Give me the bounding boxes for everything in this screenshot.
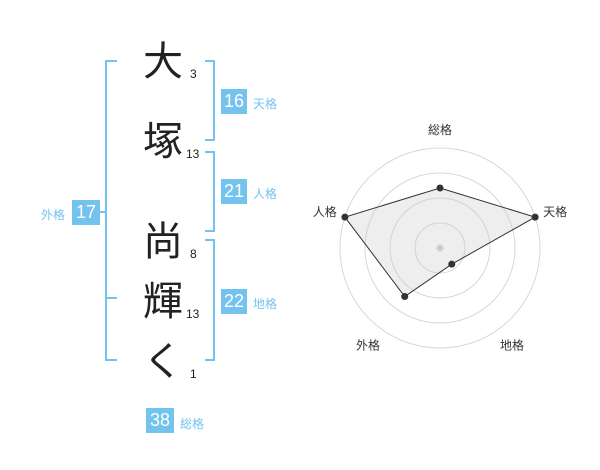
radar-point-5 [341,213,349,221]
stroke-count-3: 8 [190,247,197,261]
radar-axis-label-3: 地格 [500,337,524,352]
soukaku-value: 38 [146,408,174,433]
radar-ring-3 [364,172,516,324]
radar-point-1 [436,184,444,192]
jinkaku-label: 人格 [253,187,278,201]
name-char-3: 尚 [143,219,183,265]
radar-axis-label-2: 天格 [543,204,567,219]
radar-area [344,187,537,298]
radar-point-4 [401,293,409,301]
name-char-1: 大 [143,39,183,85]
chikaku-label: 地格 [253,297,278,311]
stroke-count-1: 3 [190,67,197,81]
jinkaku-value: 21 [221,179,247,204]
gaikaku-value: 17 [72,200,100,225]
gaikaku-bracket-divider [105,297,117,299]
radar-point-2 [531,213,539,221]
stroke-count-2: 13 [186,147,200,161]
gaikaku-bracket-stem [97,211,106,213]
tenkaku-value: 16 [221,89,247,114]
stroke-count-5: 1 [190,367,197,381]
tenkaku-label: 天格 [253,97,278,111]
jinkaku-bracket [205,151,215,232]
radar-ring-2 [389,197,491,299]
soukaku-label: 総格 [180,417,205,431]
radar-axis-label-4: 外格 [356,337,380,352]
gaikaku-label: 外格 [41,208,66,222]
chikaku-value: 22 [221,289,247,314]
chikaku-bracket [205,239,215,361]
radar-axis-label-5: 人格 [313,204,337,219]
radar-point-3 [448,260,456,268]
radar-ring-4 [339,147,541,349]
tenkaku-bracket [205,60,215,141]
name-char-4: 輝 [143,279,183,325]
radar-ring-1 [414,222,466,274]
gaikaku-bracket [105,60,117,361]
stroke-count-4: 13 [186,307,200,321]
radar-center [436,244,444,252]
name-char-2: 塚 [143,119,183,165]
radar-axis-label-1: 総格 [428,122,452,137]
name-char-5: く [143,339,183,385]
